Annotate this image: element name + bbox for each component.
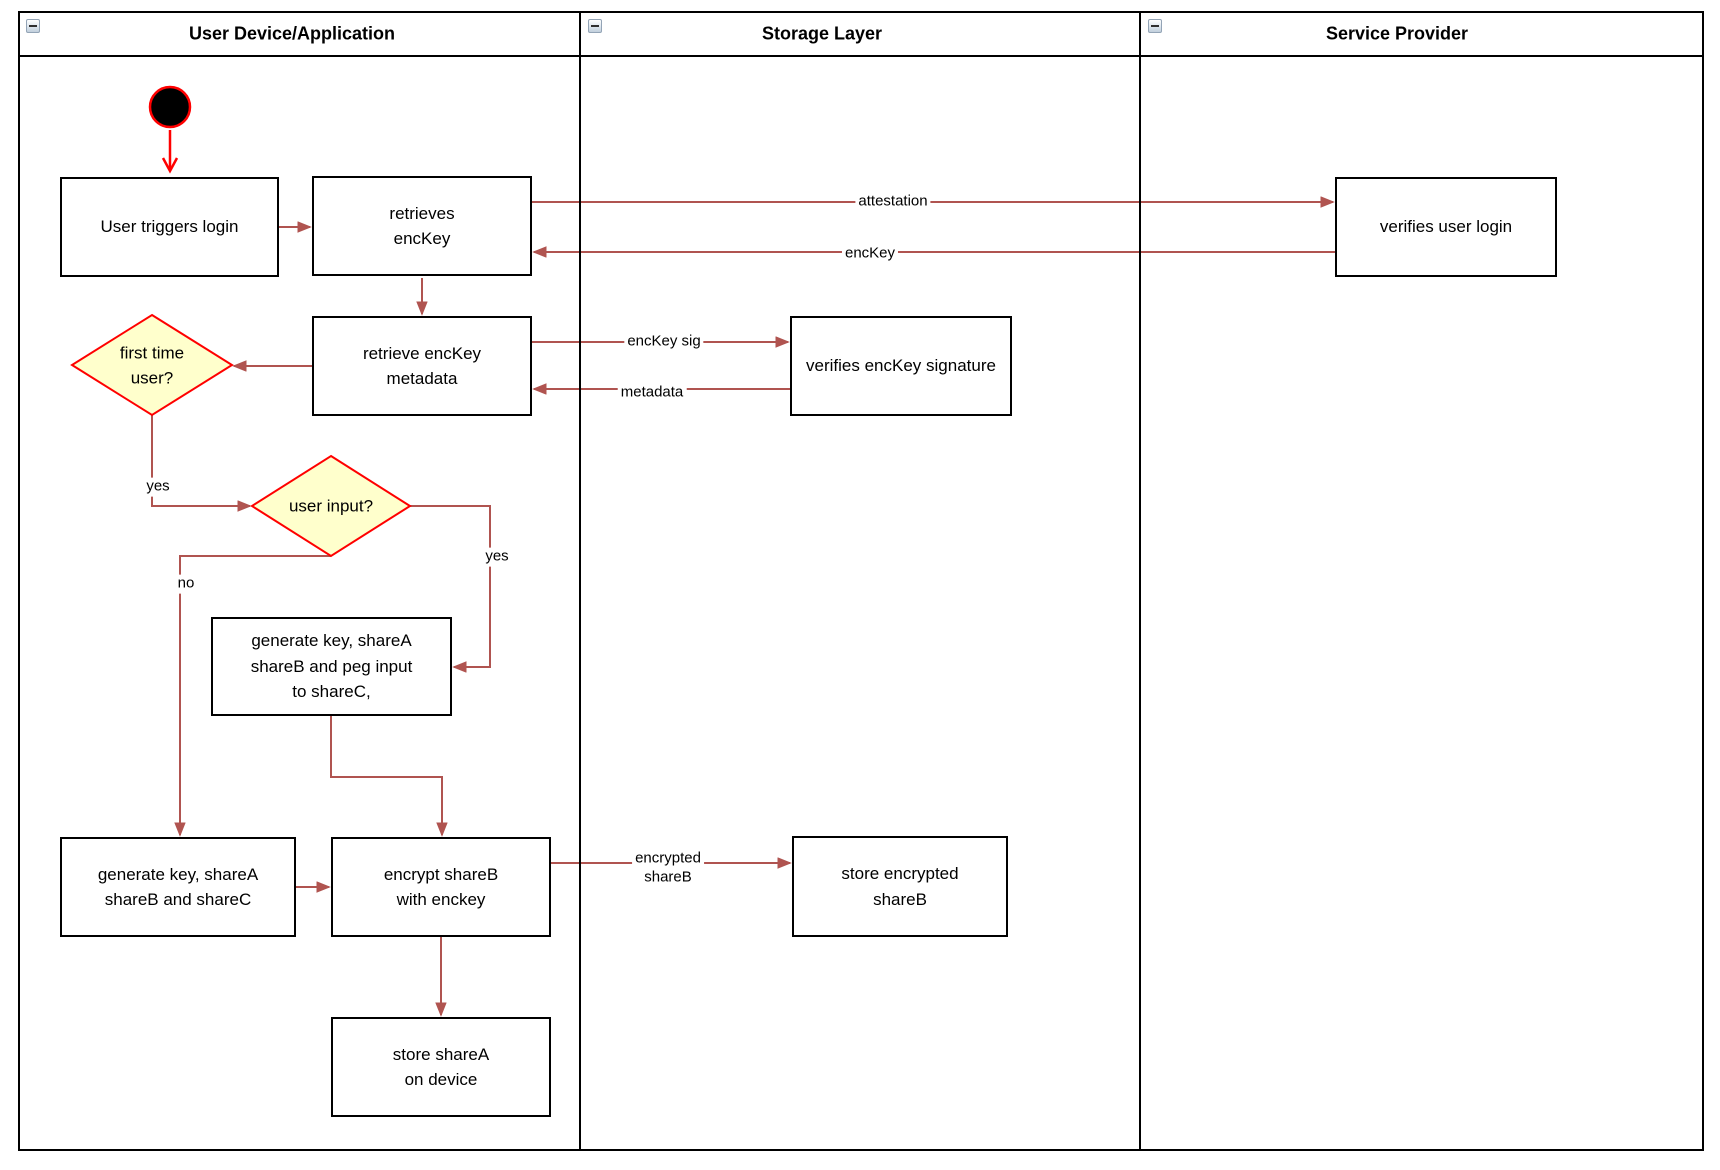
decision-user-input[interactable]: [250, 454, 412, 558]
edge-label-encrypted-shareb[interactable]: encrypted shareB: [632, 849, 704, 887]
node-retrieve-enckey-metadata[interactable]: retrieve encKey metadata: [312, 316, 532, 416]
node-encrypt-shareb[interactable]: encrypt shareB with enckey: [331, 837, 551, 937]
node-store-sharea[interactable]: store shareA on device: [331, 1017, 551, 1117]
edge-peg-to-encrypt[interactable]: [330, 716, 442, 835]
minus-glyph: [591, 25, 599, 27]
edge-label-attestation[interactable]: attestation: [855, 192, 931, 212]
pool-border: [18, 11, 1704, 1151]
decision-first-time-user[interactable]: [70, 313, 234, 417]
edge-label-first-time-yes[interactable]: yes: [143, 477, 173, 497]
node-user-triggers-login[interactable]: User triggers login: [60, 177, 279, 277]
node-generate-key-sharec[interactable]: generate key, shareA shareB and shareC: [60, 837, 296, 937]
lane-title-service-provider[interactable]: Service Provider: [1325, 23, 1469, 44]
edge-label-enckey-sig[interactable]: encKey sig: [624, 332, 704, 352]
edge-label-user-input-yes[interactable]: yes: [482, 547, 512, 567]
edge-label-enckey[interactable]: encKey: [841, 244, 899, 264]
minus-glyph: [1151, 25, 1159, 27]
node-verifies-user-login[interactable]: verifies user login: [1335, 177, 1557, 277]
decision-user-input-label: user input?: [288, 496, 374, 516]
edge-label-user-input-no[interactable]: no: [174, 574, 198, 594]
node-retrieves-enckey[interactable]: retrieves encKey: [312, 176, 532, 276]
collapse-lane-icon[interactable]: [1148, 19, 1162, 33]
node-store-encrypted-shareb[interactable]: store encrypted shareB: [792, 836, 1008, 937]
minus-glyph: [29, 25, 37, 27]
lane-title-storage-layer[interactable]: Storage Layer: [761, 23, 883, 44]
decision-first-time-user-label: first time user?: [119, 343, 185, 387]
edge-first-time-yes[interactable]: [151, 415, 250, 506]
initial-state-node[interactable]: [148, 85, 192, 129]
edge-label-metadata[interactable]: metadata: [617, 383, 687, 403]
node-generate-key-peg-input[interactable]: generate key, shareA shareB and peg inpu…: [211, 617, 452, 716]
collapse-lane-icon[interactable]: [26, 19, 40, 33]
collapse-lane-icon[interactable]: [588, 19, 602, 33]
lane-title-user-device[interactable]: User Device/Application: [188, 23, 396, 44]
edge-user-input-no[interactable]: [180, 555, 331, 835]
lane-header-divider: [18, 55, 1704, 57]
lane-separator-2: [1139, 11, 1141, 1151]
lane-separator-1: [579, 11, 581, 1151]
node-verifies-enckey-signature[interactable]: verifies encKey signature: [790, 316, 1012, 416]
edge-user-input-yes[interactable]: [410, 505, 491, 667]
